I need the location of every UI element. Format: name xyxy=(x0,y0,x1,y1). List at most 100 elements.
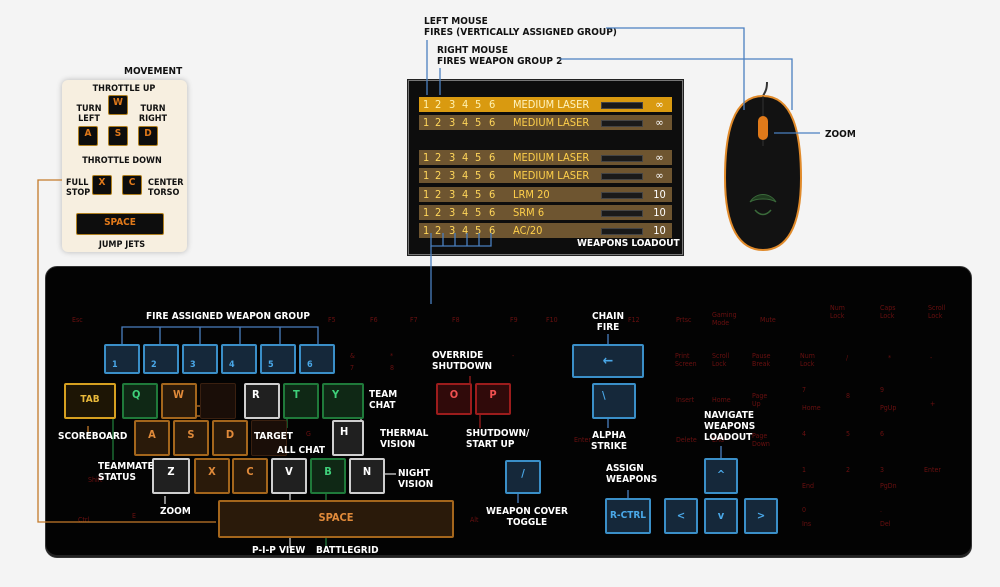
dim-home: Home xyxy=(712,396,731,404)
key-slash: / xyxy=(505,460,541,494)
dim-f8: F8 xyxy=(452,316,460,324)
weapon-group-number: 4 xyxy=(462,188,469,201)
jump-jets-label: JUMP JETS xyxy=(98,240,146,250)
dim-g: G xyxy=(306,430,311,438)
weapon-ammo: 10 xyxy=(653,188,666,201)
key-q: Q xyxy=(122,383,158,419)
weapon-group-number: 5 xyxy=(475,116,482,129)
weapon-group-number: 3 xyxy=(449,206,456,219)
battlegrid-label: BATTLEGRID xyxy=(316,545,379,556)
weapons-loadout-title: WEAPONS LOADOUT xyxy=(577,238,680,249)
key-5: 5 xyxy=(260,344,296,374)
key-f xyxy=(251,420,287,456)
move-key-a: A xyxy=(78,126,98,146)
weapon-ammo: 10 xyxy=(653,224,666,237)
weapon-group-number: 5 xyxy=(475,169,482,182)
weapon-name: MEDIUM LASER xyxy=(513,169,590,182)
weapon-group-number: 2 xyxy=(435,206,442,219)
weapon-group-number: 1 xyxy=(423,116,430,129)
dim-delete: Delete xyxy=(676,436,697,444)
weapon-name: LRM 20 xyxy=(513,188,550,201)
zoom-key-label: ZOOM xyxy=(160,506,191,517)
weapon-group-number: 4 xyxy=(462,98,469,111)
dim-n5: 5 xyxy=(846,430,851,438)
dim-prtsc: Prtsc xyxy=(676,316,692,324)
dim-shift: Shift xyxy=(88,476,103,484)
dim-n9: 9 xyxy=(880,386,885,394)
weapon-group-number: 3 xyxy=(449,98,456,111)
dim-ins: Ins xyxy=(802,520,812,528)
weapon-status-bar xyxy=(601,173,643,180)
weapon-group-number: 4 xyxy=(462,224,469,237)
key-backspace: ← xyxy=(572,344,644,378)
movement-title: MOVEMENT xyxy=(124,66,183,77)
dim-n0: 0 xyxy=(802,506,807,514)
move-key-d: D xyxy=(138,126,158,146)
weapon-name: SRM 6 xyxy=(513,206,545,219)
weapon-group-number: 2 xyxy=(435,169,442,182)
zoom-mouse-label: ZOOM xyxy=(825,129,856,140)
key-4: 4 xyxy=(221,344,257,374)
dim-end2: End xyxy=(802,482,814,490)
weapon-ammo: 10 xyxy=(653,206,666,219)
weapon-group-number: 5 xyxy=(475,151,482,164)
key-e xyxy=(200,383,236,419)
weapon-ammo: ∞ xyxy=(655,98,664,111)
dim-num-star: * xyxy=(888,354,892,362)
dim-minus2: - xyxy=(512,352,515,360)
dim-ctrl: Ctrl xyxy=(78,516,90,524)
dim-n4: 4 xyxy=(802,430,807,438)
move-key-space: SPACE xyxy=(76,213,164,235)
weapon-group-number: 5 xyxy=(475,188,482,201)
dim-star2: * xyxy=(390,352,394,360)
dim-mute: Mute xyxy=(760,316,776,324)
key-w: W xyxy=(161,383,197,419)
dim-n1: 1 xyxy=(802,466,807,474)
dim-plus: + xyxy=(930,400,936,408)
key-h: H xyxy=(332,420,364,456)
weapon-name: AC/20 xyxy=(513,224,543,237)
key-tab: TAB xyxy=(64,383,116,419)
key-n: N xyxy=(349,458,385,494)
throttle-down-label: THROTTLE DOWN xyxy=(82,156,162,166)
weapon-group-number: 4 xyxy=(462,116,469,129)
weapon-group-number: 6 xyxy=(489,116,496,129)
key-backslash: \ xyxy=(592,383,636,419)
dim-ndot: . xyxy=(880,506,882,514)
throttle-up-label: THROTTLE UP xyxy=(92,84,156,94)
weapon-status-bar xyxy=(601,228,643,235)
weapon-group-number: 5 xyxy=(475,206,482,219)
key-r: R xyxy=(244,383,280,419)
weapon-group-number: 6 xyxy=(489,98,496,111)
dim-pgdn: PgDn xyxy=(880,482,897,490)
key-arrow-right: > xyxy=(744,498,778,534)
key-p: P xyxy=(475,383,511,415)
weapon-group-number: 6 xyxy=(489,151,496,164)
weapon-status-bar xyxy=(601,210,643,217)
dim-alt: Alt xyxy=(470,516,479,524)
key-space: SPACE xyxy=(218,500,454,538)
dim-num-minus: - xyxy=(930,354,933,362)
weapon-group-number: 1 xyxy=(423,151,430,164)
key-x: X xyxy=(194,458,230,494)
move-key-x: X xyxy=(92,175,112,195)
dim-amp: & xyxy=(350,352,355,360)
